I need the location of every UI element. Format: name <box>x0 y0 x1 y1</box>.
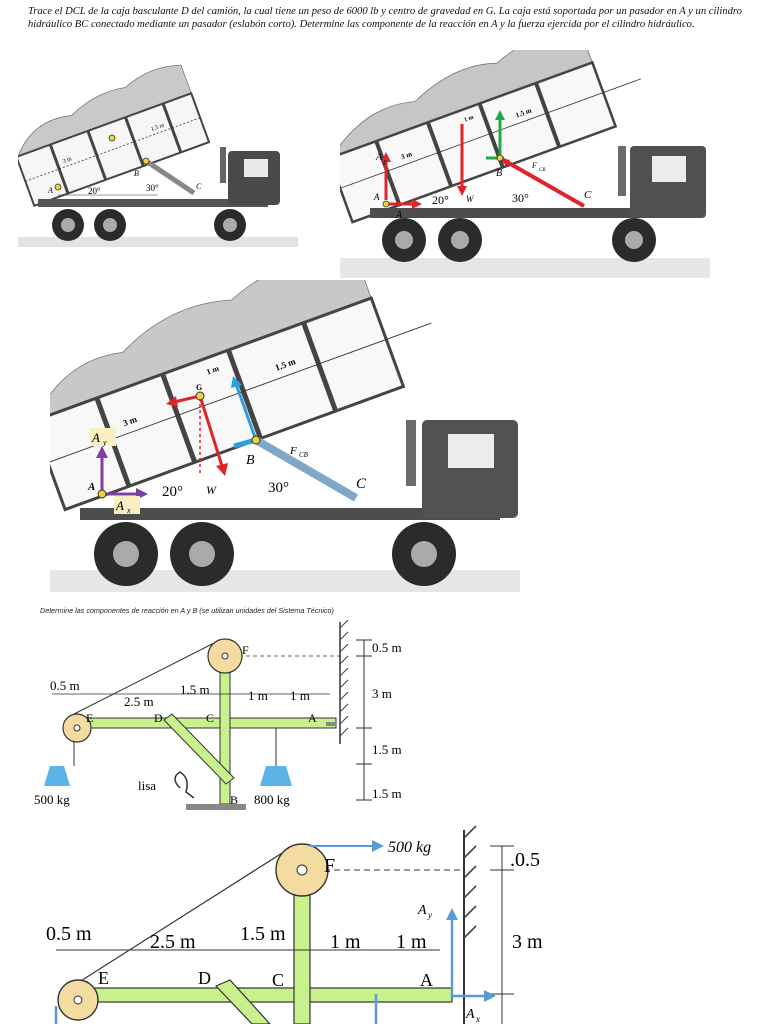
dim-15: 1.5 m <box>240 923 286 945</box>
dim-15-mid: 1.5 m <box>180 682 210 697</box>
dim-15m: 1.5 m <box>150 123 165 133</box>
dim-15-a: 1.5 m <box>372 742 402 757</box>
dim-1-b: 1 m <box>396 931 427 953</box>
label-G: G <box>196 383 202 392</box>
angle-20: 20° <box>88 186 101 196</box>
label-C: C <box>206 711 214 725</box>
dim-1-a: 1 m <box>330 931 361 953</box>
angle-30: 30° <box>268 480 289 496</box>
label-B: B <box>496 168 502 179</box>
truck-figure-fbd-2: 3 m 1 m 1.5 m A y A A x 20° G W B F CB 3… <box>50 280 520 592</box>
load-label: 500 kg <box>388 839 431 856</box>
force-Ay-subscript: y <box>102 438 107 447</box>
force-Ax-label: A <box>465 1007 475 1022</box>
force-Ay-label: A <box>91 430 100 445</box>
label-E: E <box>86 711 93 725</box>
label-lisa: lisa <box>138 778 156 793</box>
label-A: A <box>308 711 317 725</box>
dim-3: 3 m <box>372 686 392 701</box>
label-C: C <box>356 476 367 492</box>
force-Ax-subscript: x <box>126 506 131 515</box>
dim-3m: 3 m <box>400 150 413 161</box>
label-E: E <box>98 968 109 988</box>
angle-20: 20° <box>432 193 449 207</box>
force-W-label: W <box>206 483 217 497</box>
dim-1-a: 1 m <box>248 688 268 703</box>
label-A: A <box>420 970 433 990</box>
dim-3m: 3 m <box>62 156 73 165</box>
force-FCB-subscript: CB <box>299 451 309 459</box>
force-Ay-subscript: y <box>427 910 432 920</box>
truck-figure-fbd-1: 3 m 1 m 1.5 m A y A A x 20° W B F CB 30°… <box>340 50 710 278</box>
label-A: A <box>373 192 380 202</box>
label-C: C <box>584 189 592 201</box>
dim-05-left: 0.5 m <box>50 678 80 693</box>
frame-fbd-figure: .0.5 3 m 500 kg A y A x 0.5 m 2.5 m 1.5 … <box>46 825 543 1024</box>
label-D: D <box>154 711 163 725</box>
frame-figure: 0.5 m 3 m 1.5 m 1.5 m 0.5 m 2.5 m 1.5 m … <box>34 619 402 810</box>
mass-right: 800 kg <box>254 792 290 807</box>
dim-05-left: 0.5 m <box>46 923 92 945</box>
dim-3: 3 m <box>512 931 543 953</box>
force-FCB-subscript: CB <box>539 168 545 173</box>
truck-figure-original: 3 m 1.5 m A 20° B 30° C <box>18 64 298 247</box>
label-A: A <box>87 481 95 493</box>
force-FCB-label: F <box>531 161 537 170</box>
force-Ax-subscript: x <box>475 1014 480 1024</box>
force-Ay-label: A <box>375 152 383 163</box>
label-D: D <box>198 968 211 988</box>
label-C: C <box>272 970 284 990</box>
dim-3m: 3 m <box>121 414 138 428</box>
mass-left: 500 kg <box>34 792 70 807</box>
label-B: B <box>246 453 255 468</box>
dim-1m: 1 m <box>205 364 220 377</box>
dim-1m: 1 m <box>464 115 475 124</box>
problem-statement: Trace el DCL de la caja basculante D del… <box>28 6 742 30</box>
angle-30: 30° <box>146 183 159 193</box>
dim-1-b: 1 m <box>290 688 310 703</box>
force-Ax-label: A <box>115 498 124 513</box>
angle-20: 20° <box>162 484 183 500</box>
frame-subtitle: Determine las componentes de reacción en… <box>40 606 334 615</box>
label-C: C <box>196 182 202 191</box>
force-W-label: W <box>466 194 475 204</box>
label-F: F <box>324 855 335 877</box>
dim-05-top: .0.5 <box>510 849 540 871</box>
angle-30: 30° <box>512 191 529 205</box>
dim-25: 2.5 m <box>124 694 154 709</box>
dim-15-b: 1.5 m <box>372 786 402 801</box>
force-Ax-label: A <box>395 210 403 221</box>
force-Ay-label: A <box>417 903 427 918</box>
label-F: F <box>242 643 249 657</box>
dim-05-top: 0.5 m <box>372 640 402 655</box>
label-B: B <box>230 793 238 807</box>
force-Ay-subscript: y <box>383 159 387 165</box>
force-FCB-label: F <box>289 445 297 457</box>
label-A: A <box>47 186 53 195</box>
dim-25: 2.5 m <box>150 931 196 953</box>
label-B: B <box>134 169 139 178</box>
